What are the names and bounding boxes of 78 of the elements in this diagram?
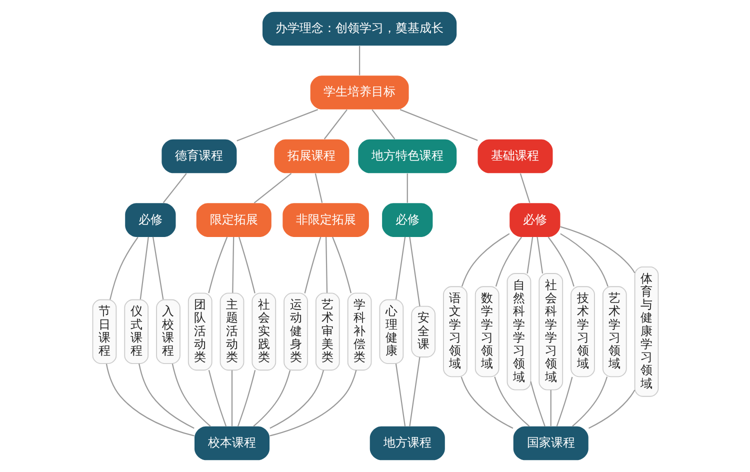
- node-box: 心理健康: [378, 299, 404, 364]
- node-box: 自然科学学习领域: [506, 273, 531, 390]
- connector: [460, 376, 513, 429]
- node-box: 学生培养目标: [310, 76, 408, 110]
- connector: [526, 236, 533, 274]
- connector: [519, 173, 530, 203]
- connector: [253, 173, 292, 204]
- node-box: 艺术学习领域: [602, 286, 626, 378]
- node-box: 校本课程: [194, 426, 270, 460]
- node-box: 学科补偿类: [346, 292, 372, 371]
- connector: [530, 381, 545, 426]
- connector: [394, 236, 406, 300]
- node-box: 限定拓展: [196, 203, 271, 237]
- connector: [408, 357, 420, 426]
- node-box: 体育与健康学习领域: [634, 266, 658, 397]
- connector: [371, 109, 395, 140]
- node-box: 安全课: [410, 306, 436, 358]
- connector: [269, 370, 356, 436]
- node-box: 非限定拓展: [282, 203, 368, 237]
- connector: [572, 376, 608, 427]
- connector: [269, 370, 324, 429]
- node-box: 拓展课程: [274, 139, 349, 174]
- node-box: 地方特色课程: [358, 139, 456, 174]
- connector: [358, 46, 360, 76]
- node-box: 数学学习领域: [474, 286, 499, 378]
- node-box: 艺术审美类: [314, 292, 340, 371]
- node-box: 团队活动类: [187, 292, 212, 371]
- connector: [208, 236, 228, 294]
- connector: [162, 173, 186, 204]
- node-box: 必修: [382, 203, 432, 237]
- connector: [138, 364, 194, 429]
- node-box: 运动健身类: [283, 292, 308, 371]
- connector: [494, 236, 522, 287]
- connector: [232, 236, 234, 293]
- connector: [323, 109, 347, 140]
- connector: [109, 236, 138, 300]
- node-box: 德育课程: [161, 139, 236, 174]
- connector: [325, 236, 328, 293]
- connector: [460, 233, 510, 287]
- connector: [536, 236, 543, 274]
- node-box: 地方课程: [369, 426, 444, 460]
- connector: [252, 370, 290, 427]
- connector: [399, 109, 478, 141]
- connector: [238, 236, 255, 294]
- connector: [171, 364, 210, 427]
- connector: [406, 173, 408, 203]
- connector: [208, 370, 226, 426]
- connector: [152, 236, 164, 300]
- node-box: 必修: [124, 203, 176, 237]
- connector: [230, 370, 232, 426]
- connector: [236, 109, 318, 142]
- node-box: 办学理念：创领学习，奠基成长: [262, 12, 456, 46]
- connector: [332, 236, 352, 294]
- node-box: 入校课程: [156, 299, 180, 364]
- connector: [556, 376, 572, 426]
- node-box: 主题活动类: [219, 292, 244, 371]
- connector: [105, 364, 194, 436]
- connector: [139, 236, 148, 300]
- connector: [560, 226, 635, 274]
- connector: [547, 236, 574, 287]
- node-box: 国家课程: [512, 426, 588, 460]
- node-box: 基础课程: [477, 139, 552, 174]
- connector: [394, 364, 406, 426]
- node-box: 仪式课程: [124, 299, 148, 364]
- connector: [408, 236, 420, 306]
- connector: [304, 236, 321, 294]
- node-box: 语文学习领域: [442, 286, 467, 378]
- connector: [560, 233, 608, 287]
- node-box: 节日课程: [92, 299, 116, 364]
- node-box: 社会实践类: [251, 292, 276, 371]
- connector: [236, 370, 256, 426]
- node-box: 社会科学学习领域: [538, 273, 563, 390]
- connector: [314, 173, 322, 203]
- node-box: 技术学习领域: [570, 286, 594, 378]
- connector: [494, 376, 530, 427]
- connector: [588, 390, 635, 429]
- node-box: 必修: [509, 203, 560, 237]
- connector: [550, 390, 551, 426]
